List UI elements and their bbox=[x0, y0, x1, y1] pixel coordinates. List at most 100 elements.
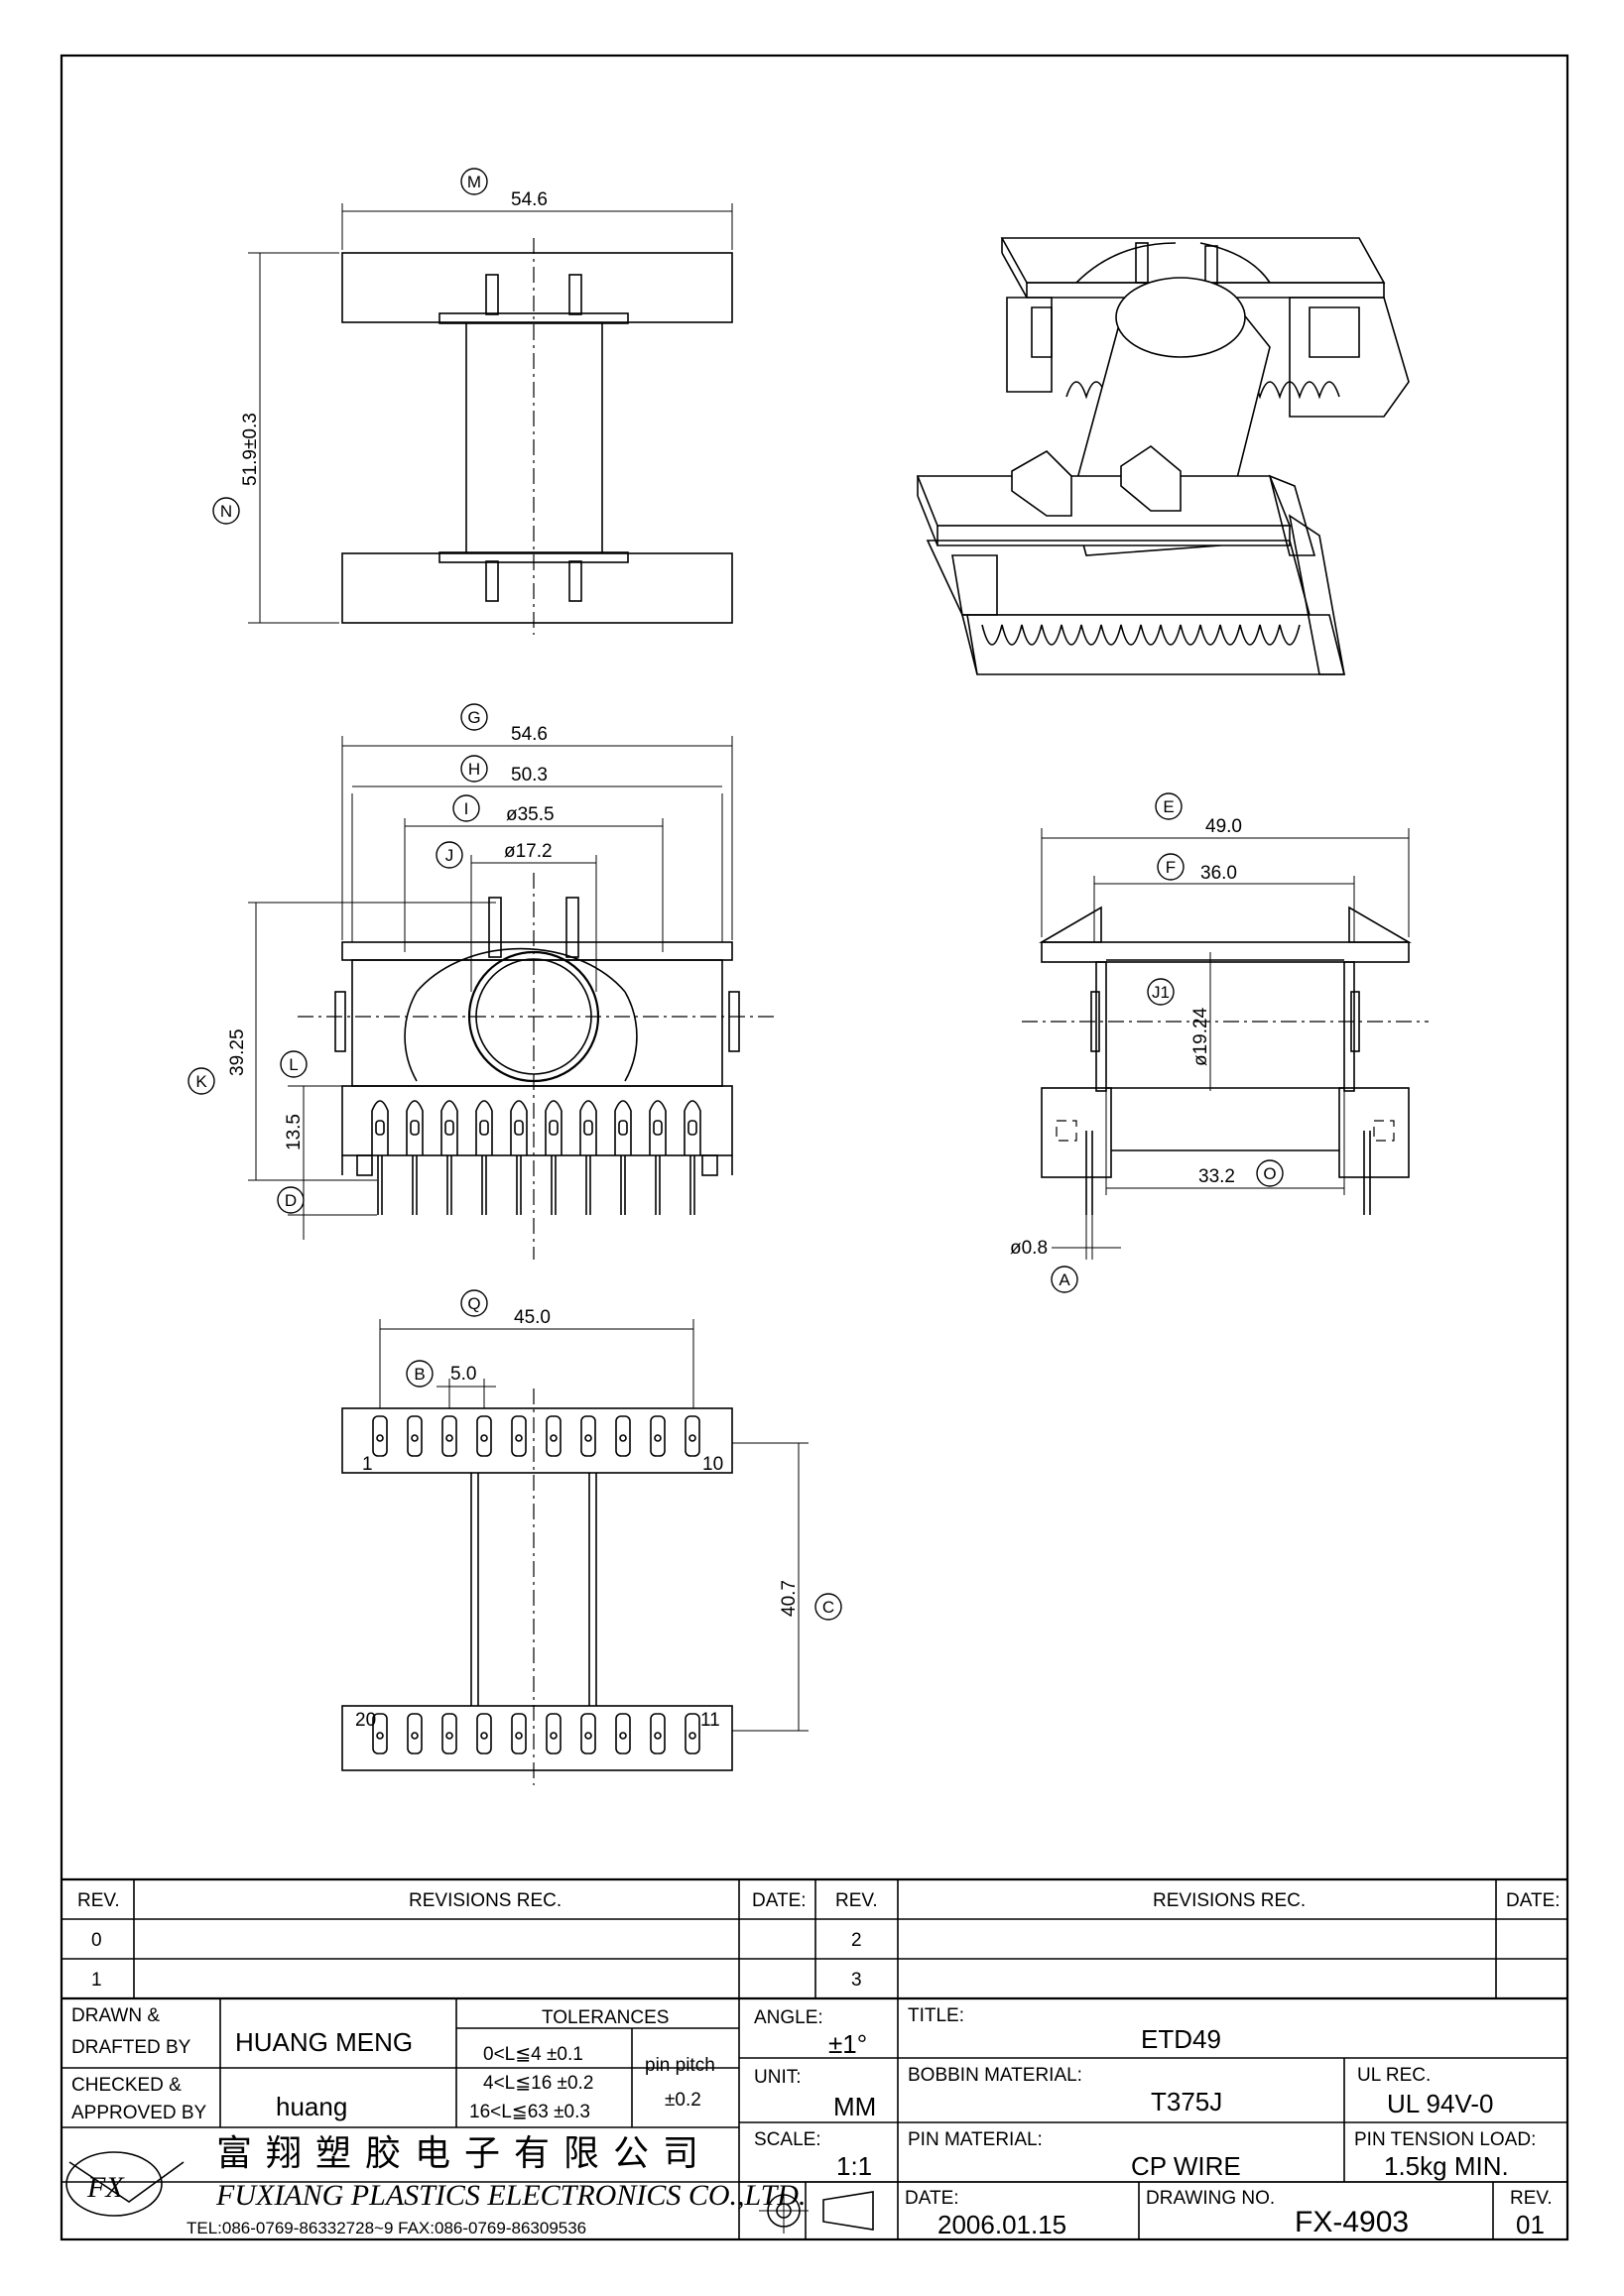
pin-tension-value: 1.5kg MIN. bbox=[1384, 2151, 1509, 2181]
drawn-label-1: DRAWN & bbox=[71, 2005, 160, 2026]
front-pin bbox=[475, 1100, 493, 1215]
callout-c: C bbox=[822, 1598, 834, 1617]
dim-e: 49.0 bbox=[1205, 816, 1242, 837]
pin-label-20: 20 bbox=[355, 1710, 376, 1731]
callout-n: N bbox=[220, 502, 232, 521]
rev-row-3: 3 bbox=[851, 1970, 862, 1991]
bottom-pin bbox=[441, 1713, 457, 1754]
tol-row-1: 4<L≦16 ±0.2 bbox=[483, 2073, 593, 2094]
pin-material-label: PIN MATERIAL: bbox=[908, 2129, 1043, 2150]
pin-material-value: CP WIRE bbox=[1131, 2151, 1241, 2181]
dim-g: 54.6 bbox=[511, 724, 548, 745]
bottom-pin bbox=[476, 1415, 492, 1457]
bottom-pin bbox=[650, 1713, 666, 1754]
title-label: TITLE: bbox=[908, 2005, 964, 2026]
drawn-label-2: DRAFTED BY bbox=[71, 2037, 191, 2058]
angle-label: ANGLE: bbox=[754, 2007, 823, 2028]
bottom-pin bbox=[476, 1713, 492, 1754]
callout-a: A bbox=[1059, 1270, 1070, 1289]
company-tel: TEL:086-0769-86332728~9 FAX:086-0769-863… bbox=[187, 2219, 586, 2237]
callout-e: E bbox=[1163, 797, 1174, 816]
scale-value: 1:1 bbox=[836, 2151, 872, 2181]
callout-k: K bbox=[195, 1072, 207, 1091]
drawing-border bbox=[60, 54, 1569, 2241]
callout-o: O bbox=[1263, 1164, 1276, 1183]
callout-q: Q bbox=[467, 1294, 480, 1313]
revisions-header-right: REVISIONS REC. bbox=[1153, 1890, 1306, 1911]
dim-i: ø35.5 bbox=[506, 804, 555, 825]
dim-j: ø17.2 bbox=[504, 841, 553, 862]
isometric-view bbox=[916, 237, 1410, 675]
tolerances-header: TOLERANCES bbox=[542, 2007, 669, 2028]
ul-value: UL 94V-0 bbox=[1387, 2089, 1493, 2118]
callout-f: F bbox=[1166, 858, 1176, 877]
dim-j1: ø19.24 bbox=[1190, 1007, 1211, 1066]
date-header-left: DATE: bbox=[752, 1890, 807, 1911]
front-view: G 54.6 H 50.3 I ø35.5 J ø17.2 K 39.25 L … bbox=[187, 703, 774, 1260]
callout-m: M bbox=[467, 173, 481, 191]
callout-i: I bbox=[464, 799, 469, 818]
company-cn: 富翔塑胶电子有限公司 bbox=[216, 2133, 712, 2174]
front-pin bbox=[579, 1100, 597, 1215]
dim-n: 51.9±0.3 bbox=[240, 413, 261, 486]
callout-j: J bbox=[445, 846, 454, 865]
company-en: FUXIANG PLASTICS ELECTRONICS CO.,LTD. bbox=[215, 2179, 806, 2212]
pin-label-11: 11 bbox=[700, 1710, 720, 1731]
title-value: ETD49 bbox=[1141, 2024, 1221, 2054]
tol-row-2: 16<L≦63 ±0.3 bbox=[469, 2102, 590, 2122]
rev-value: 01 bbox=[1516, 2210, 1545, 2239]
checked-label-1: CHECKED & bbox=[71, 2075, 182, 2096]
bottom-pin bbox=[685, 1415, 700, 1457]
bottom-pin bbox=[546, 1713, 562, 1754]
front-pin bbox=[406, 1100, 424, 1215]
pin-label-10: 10 bbox=[702, 1454, 723, 1475]
bottom-pin bbox=[580, 1415, 596, 1457]
dim-o: 33.2 bbox=[1198, 1166, 1235, 1187]
front-pin bbox=[684, 1100, 701, 1215]
rev-row-0: 0 bbox=[91, 1930, 102, 1951]
ul-label: UL REC. bbox=[1357, 2065, 1431, 2086]
bottom-pin bbox=[511, 1713, 527, 1754]
bottom-pin bbox=[615, 1713, 631, 1754]
front-pin bbox=[649, 1100, 667, 1215]
pin-tension-label: PIN TENSION LOAD: bbox=[1354, 2129, 1536, 2150]
fx-logo-icon: FX bbox=[65, 2151, 185, 2217]
unit-value: MM bbox=[833, 2092, 876, 2121]
date-label: DATE: bbox=[905, 2188, 959, 2209]
pin-label-1: 1 bbox=[362, 1454, 373, 1475]
rev-row-1: 1 bbox=[91, 1970, 102, 1991]
drawn-value: HUANG MENG bbox=[235, 2027, 413, 2057]
bottom-pin bbox=[511, 1415, 527, 1457]
front-pin bbox=[545, 1100, 562, 1215]
pin-pitch-value: ±0.2 bbox=[665, 2090, 701, 2111]
bottom-pin bbox=[372, 1415, 388, 1457]
rev-header-right: REV. bbox=[835, 1890, 878, 1911]
dim-c: 40.7 bbox=[779, 1580, 800, 1617]
bobbin-label: BOBBIN MATERIAL: bbox=[908, 2065, 1082, 2086]
dim-q: 45.0 bbox=[514, 1307, 551, 1328]
top-view: M 54.6 N 51.9±0.3 bbox=[212, 168, 733, 635]
dim-a: ø0.8 bbox=[1010, 1238, 1048, 1259]
front-pin bbox=[510, 1100, 528, 1215]
bobbin-value: T375J bbox=[1151, 2087, 1222, 2116]
side-view: E 49.0 F 36.0 J1 ø19.24 33.2 O ø0.8 A bbox=[1010, 792, 1429, 1293]
callout-d: D bbox=[285, 1191, 297, 1210]
pin-pitch-label: pin pitch bbox=[645, 2055, 715, 2076]
front-pin bbox=[440, 1100, 458, 1215]
rev-label: REV. bbox=[1510, 2188, 1553, 2209]
bottom-pin bbox=[407, 1713, 423, 1754]
drawing-no-value: FX-4903 bbox=[1295, 2206, 1409, 2238]
bottom-pin bbox=[546, 1415, 562, 1457]
front-pin bbox=[371, 1100, 389, 1215]
callout-b: B bbox=[414, 1365, 425, 1384]
revisions-header-left: REVISIONS REC. bbox=[409, 1890, 562, 1911]
checked-label-2: APPROVED BY bbox=[71, 2103, 207, 2123]
title-block: REV. REVISIONS REC. DATE: REV. REVISIONS… bbox=[62, 1877, 1567, 2239]
dim-f: 36.0 bbox=[1200, 863, 1237, 884]
dim-m: 54.6 bbox=[511, 189, 548, 210]
rev-row-2: 2 bbox=[851, 1930, 862, 1951]
bottom-pin bbox=[441, 1415, 457, 1457]
logo-text: FX bbox=[86, 2171, 125, 2204]
callout-h: H bbox=[468, 760, 480, 779]
